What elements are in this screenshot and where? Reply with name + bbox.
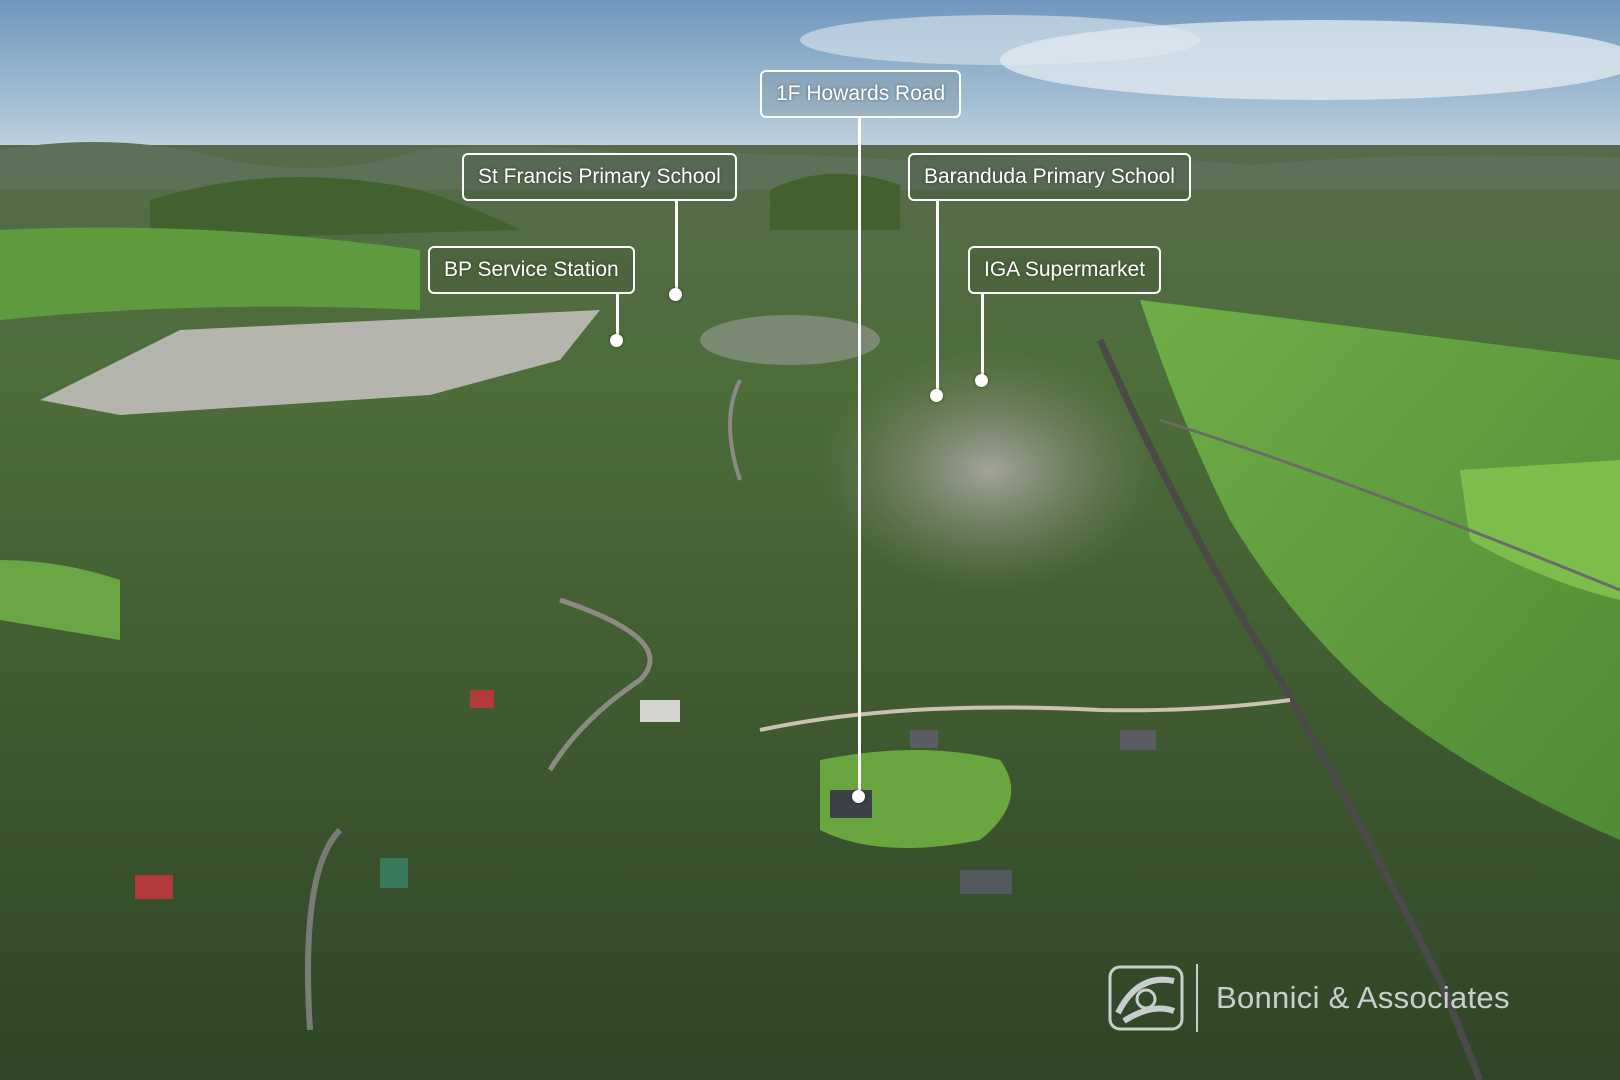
leader-line-iga xyxy=(981,293,984,377)
township xyxy=(820,350,1160,590)
house xyxy=(1120,730,1156,750)
road xyxy=(728,379,742,481)
watermark: Bonnici & Associates xyxy=(1108,962,1510,1034)
house xyxy=(910,730,938,748)
subject-house xyxy=(830,790,872,818)
watermark-divider xyxy=(1196,964,1198,1032)
label-st-francis: St Francis Primary School xyxy=(462,153,737,201)
distant-hills xyxy=(0,142,1620,190)
paddock xyxy=(0,227,420,320)
road xyxy=(305,827,343,1031)
marker-bp-station xyxy=(610,334,623,347)
house xyxy=(960,870,1012,894)
hill xyxy=(770,173,900,230)
road xyxy=(759,698,1291,732)
house xyxy=(135,875,173,899)
marker-st-francis xyxy=(669,288,682,301)
township xyxy=(700,315,880,365)
hill xyxy=(150,177,520,240)
marker-subject-property xyxy=(852,790,865,803)
watermark-text: Bonnici & Associates xyxy=(1216,980,1510,1015)
leader-line-subject xyxy=(858,118,861,795)
label-iga: IGA Supermarket xyxy=(968,246,1162,294)
highway xyxy=(1096,338,1484,1080)
house xyxy=(380,858,408,888)
house xyxy=(640,700,680,722)
label-bp-station: BP Service Station xyxy=(428,246,635,294)
road xyxy=(547,597,653,772)
house xyxy=(470,690,494,708)
leader-line-baranduda xyxy=(936,200,939,392)
bonnici-logo-icon xyxy=(1108,965,1184,1031)
leader-line-bp-station xyxy=(616,293,619,337)
label-baranduda: Baranduda Primary School xyxy=(908,153,1191,201)
paddock xyxy=(1460,460,1620,600)
housing-estate xyxy=(40,310,600,415)
marker-baranduda xyxy=(930,389,943,402)
paddock xyxy=(0,560,120,640)
paddocks xyxy=(1140,300,1620,840)
lawn xyxy=(820,750,1012,848)
marker-iga xyxy=(975,374,988,387)
road xyxy=(1159,418,1620,592)
label-subject-property: 1F Howards Road xyxy=(760,70,962,118)
leader-line-st-francis xyxy=(675,200,678,292)
cloud xyxy=(800,15,1200,65)
